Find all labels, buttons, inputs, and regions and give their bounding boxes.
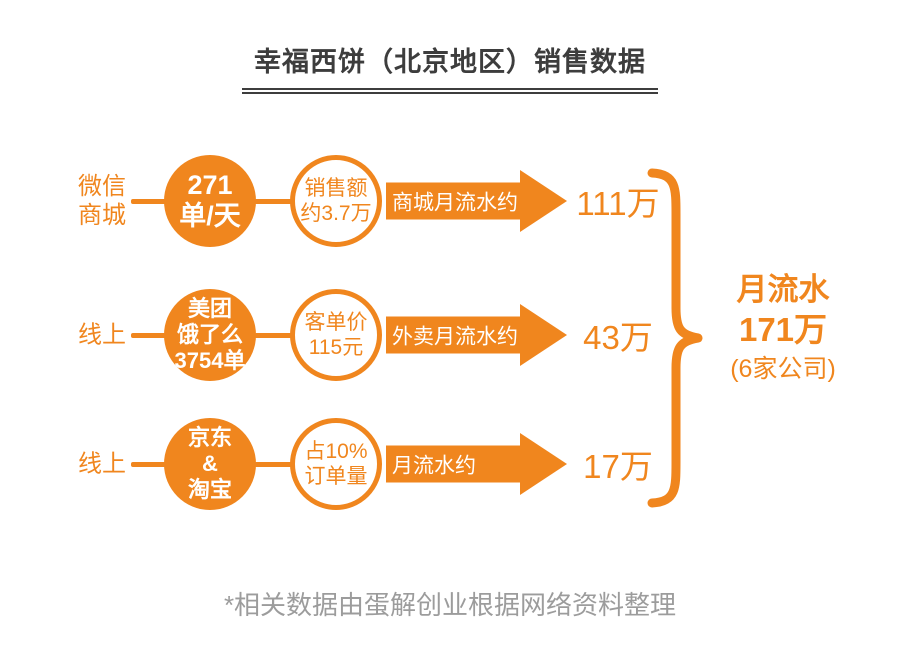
channel-label: 微信 商城 bbox=[78, 173, 126, 229]
monthly-revenue-value: 111万 bbox=[576, 185, 660, 222]
connector-line bbox=[131, 333, 168, 338]
arrow-label: 月流水约 bbox=[386, 445, 520, 483]
title-container: 幸福西饼（北京地区）销售数据 bbox=[0, 40, 900, 94]
monthly-revenue-value: 17万 bbox=[583, 448, 653, 485]
metric-circle: 占10% 订单量 bbox=[290, 418, 382, 510]
arrow-label: 商城月流水约 bbox=[386, 182, 520, 220]
order-volume-circle: 美团 饿了么 3754单 bbox=[164, 289, 256, 381]
metric-circle: 销售额 约3.7万 bbox=[290, 155, 382, 247]
order-volume-circle: 271 单/天 bbox=[164, 155, 256, 247]
total-label: 月流水 bbox=[736, 272, 830, 307]
page-title: 幸福西饼（北京地区）销售数据 bbox=[242, 40, 658, 94]
order-volume-circle: 京东 & 淘宝 bbox=[164, 418, 256, 510]
total-value: 171万 bbox=[738, 311, 828, 348]
arrow-head-icon bbox=[520, 170, 567, 232]
total-note: (6家公司) bbox=[730, 355, 836, 383]
connector-line bbox=[131, 462, 168, 467]
arrow-head-icon bbox=[520, 304, 567, 366]
channel-label: 线上 bbox=[78, 321, 126, 349]
channel-label: 线上 bbox=[78, 450, 126, 478]
flow-row-delivery: 线上 美团 饿了么 3754单 客单价 115元 外卖月流水约 43万 bbox=[0, 270, 900, 400]
monthly-revenue-value: 43万 bbox=[583, 319, 653, 356]
connector-line bbox=[254, 462, 292, 467]
footnote: *相关数据由蛋解创业根据网络资料整理 bbox=[223, 590, 677, 620]
arrow-head-icon bbox=[520, 433, 567, 495]
connector-line bbox=[131, 199, 168, 204]
flow-row-ecommerce: 线上 京东 & 淘宝 占10% 订单量 月流水约 17万 bbox=[0, 399, 900, 529]
flow-row-wechat-mall: 微信 商城 271 单/天 销售额 约3.7万 商城月流水约 111万 bbox=[0, 136, 900, 266]
metric-circle: 客单价 115元 bbox=[290, 289, 382, 381]
connector-line bbox=[254, 333, 292, 338]
connector-line bbox=[254, 199, 292, 204]
arrow-label: 外卖月流水约 bbox=[386, 316, 520, 354]
total-revenue-block: 月流水 171万 (6家公司) bbox=[702, 272, 864, 386]
brace-icon bbox=[647, 168, 703, 508]
